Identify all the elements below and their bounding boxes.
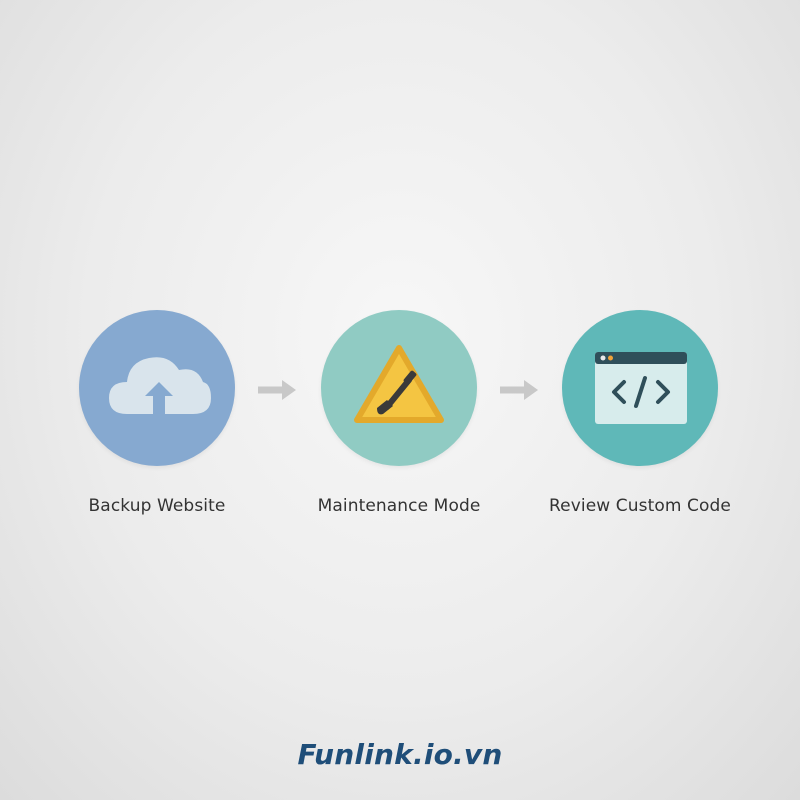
step-circle [562,310,718,466]
step-circle [321,310,477,466]
step-label: Backup Website [88,496,226,516]
brand-logo: Funlink.io.vn [0,738,800,771]
step-label: Maintenance Mode [317,496,481,516]
cloud-upload-icon [109,357,211,414]
brand-text: Funlink.io.vn [297,738,503,771]
step-label: Review Custom Code [549,496,731,516]
step-maintenance-mode: Maintenance Mode [279,310,519,516]
step-circle [79,310,235,466]
arrow-right-icon [258,380,296,400]
code-window-icon [595,352,687,424]
arrow-right-icon [500,380,538,400]
step-backup-website: Backup Website [37,310,277,516]
step-review-custom-code: Review Custom Code [520,310,760,516]
warning-shovel-icon [354,345,444,423]
